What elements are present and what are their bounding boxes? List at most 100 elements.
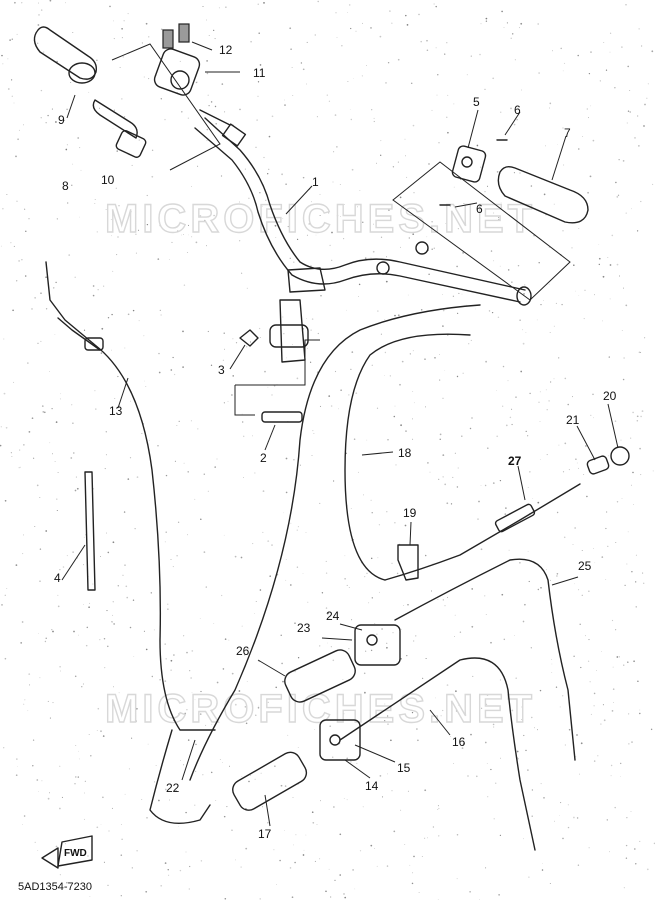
speckle-dot bbox=[283, 512, 285, 514]
speckle-dot bbox=[553, 325, 555, 327]
speckle-dot bbox=[75, 776, 77, 778]
speckle-dot bbox=[290, 48, 292, 51]
speckle-dot bbox=[639, 447, 641, 450]
speckle-dot bbox=[289, 867, 292, 869]
speckle-dot bbox=[421, 677, 424, 680]
speckle-dot bbox=[343, 713, 345, 715]
speckle-dot bbox=[409, 353, 411, 355]
speckle-dot bbox=[168, 874, 170, 876]
left-grip-assembly bbox=[33, 26, 231, 158]
speckle-dot bbox=[94, 203, 96, 205]
speckle-dot bbox=[549, 332, 551, 333]
speckle-dot bbox=[280, 634, 282, 636]
speckle-dot bbox=[366, 572, 368, 574]
speckle-dot bbox=[165, 658, 167, 660]
speckle-dot bbox=[455, 710, 458, 712]
speckle-dot bbox=[310, 329, 312, 331]
speckle-dot bbox=[516, 750, 519, 753]
speckle-dot bbox=[257, 707, 260, 709]
speckle-dot bbox=[151, 175, 154, 178]
speckle-dot bbox=[536, 319, 538, 321]
speckle-dot bbox=[287, 226, 289, 228]
speckle-dot bbox=[157, 258, 160, 260]
speckle-dot bbox=[505, 424, 508, 427]
speckle-dot bbox=[319, 645, 321, 647]
speckle-dot bbox=[6, 588, 8, 590]
speckle-dot bbox=[378, 524, 381, 526]
speckle-dot bbox=[549, 883, 551, 884]
speckle-dot bbox=[466, 74, 468, 76]
speckle-dot bbox=[28, 217, 30, 220]
speckle-dot bbox=[607, 257, 609, 258]
speckle-dot bbox=[439, 433, 442, 436]
speckle-dot bbox=[258, 705, 260, 707]
speckle-dot bbox=[492, 77, 495, 80]
speckle-dot bbox=[508, 549, 510, 551]
callout-26: 26 bbox=[236, 644, 250, 658]
speckle-dot bbox=[45, 276, 47, 279]
speckle-dot bbox=[528, 876, 530, 878]
speckle-dot bbox=[438, 478, 440, 481]
speckle-dot bbox=[633, 660, 635, 663]
speckle-dot bbox=[76, 487, 79, 490]
speckle-dot bbox=[131, 164, 133, 166]
speckle-dot bbox=[612, 666, 614, 668]
speckle-dot bbox=[81, 686, 83, 688]
speckle-dot bbox=[416, 728, 418, 730]
speckle-dot bbox=[637, 115, 639, 117]
speckle-dot bbox=[107, 317, 110, 319]
speckle-dot bbox=[413, 192, 415, 194]
speckle-dot bbox=[555, 302, 557, 304]
speckle-dot bbox=[138, 320, 140, 322]
speckle-dot bbox=[121, 838, 123, 840]
speckle-dot bbox=[95, 408, 97, 410]
speckle-dot bbox=[548, 107, 551, 109]
speckle-dot bbox=[317, 332, 319, 335]
speckle-dot bbox=[563, 62, 566, 64]
speckle-dot bbox=[582, 136, 584, 137]
speckle-dot bbox=[519, 561, 521, 564]
speckle-dot bbox=[7, 88, 10, 90]
speckle-dot bbox=[650, 728, 653, 731]
speckle-dot bbox=[23, 444, 25, 446]
speckle-dot bbox=[581, 594, 583, 596]
speckle-dot bbox=[469, 427, 472, 430]
speckle-dot bbox=[81, 880, 82, 882]
speckle-dot bbox=[137, 229, 140, 231]
speckle-dot bbox=[261, 205, 263, 207]
speckle-dot bbox=[45, 122, 47, 124]
speckle-dot bbox=[522, 342, 525, 345]
speckle-dot bbox=[11, 95, 13, 97]
speckle-dot bbox=[444, 605, 446, 607]
speckle-dot bbox=[202, 774, 204, 776]
speckle-dot bbox=[78, 750, 79, 752]
speckle-dot bbox=[336, 146, 338, 148]
speckle-dot bbox=[387, 439, 389, 441]
speckle-dot bbox=[626, 122, 628, 124]
speckle-dot bbox=[130, 400, 132, 402]
speckle-dot bbox=[231, 394, 233, 396]
speckle-dot bbox=[537, 501, 540, 504]
speckle-dot bbox=[83, 564, 84, 566]
speckle-dot bbox=[195, 81, 197, 84]
speckle-dot bbox=[350, 118, 352, 121]
speckle-dot bbox=[397, 58, 400, 61]
speckle-dot bbox=[334, 114, 337, 116]
speckle-dot bbox=[614, 806, 616, 809]
speckle-dot bbox=[562, 837, 564, 840]
speckle-dot bbox=[353, 438, 356, 440]
speckle-dot bbox=[203, 473, 206, 476]
speckle-dot bbox=[34, 297, 36, 299]
callout-21: 21 bbox=[566, 413, 580, 427]
speckle-dot bbox=[334, 370, 337, 373]
speckle-dot bbox=[179, 869, 182, 872]
speckle-dot bbox=[83, 536, 85, 538]
speckle-dot bbox=[135, 720, 137, 722]
callout-22: 22 bbox=[166, 781, 180, 795]
speckle-dot bbox=[393, 830, 396, 833]
speckle-dot bbox=[348, 394, 350, 396]
speckle-dot bbox=[295, 834, 297, 836]
speckle-dot bbox=[264, 370, 266, 373]
speckle-dot bbox=[379, 35, 382, 38]
speckle-dot bbox=[160, 28, 163, 31]
